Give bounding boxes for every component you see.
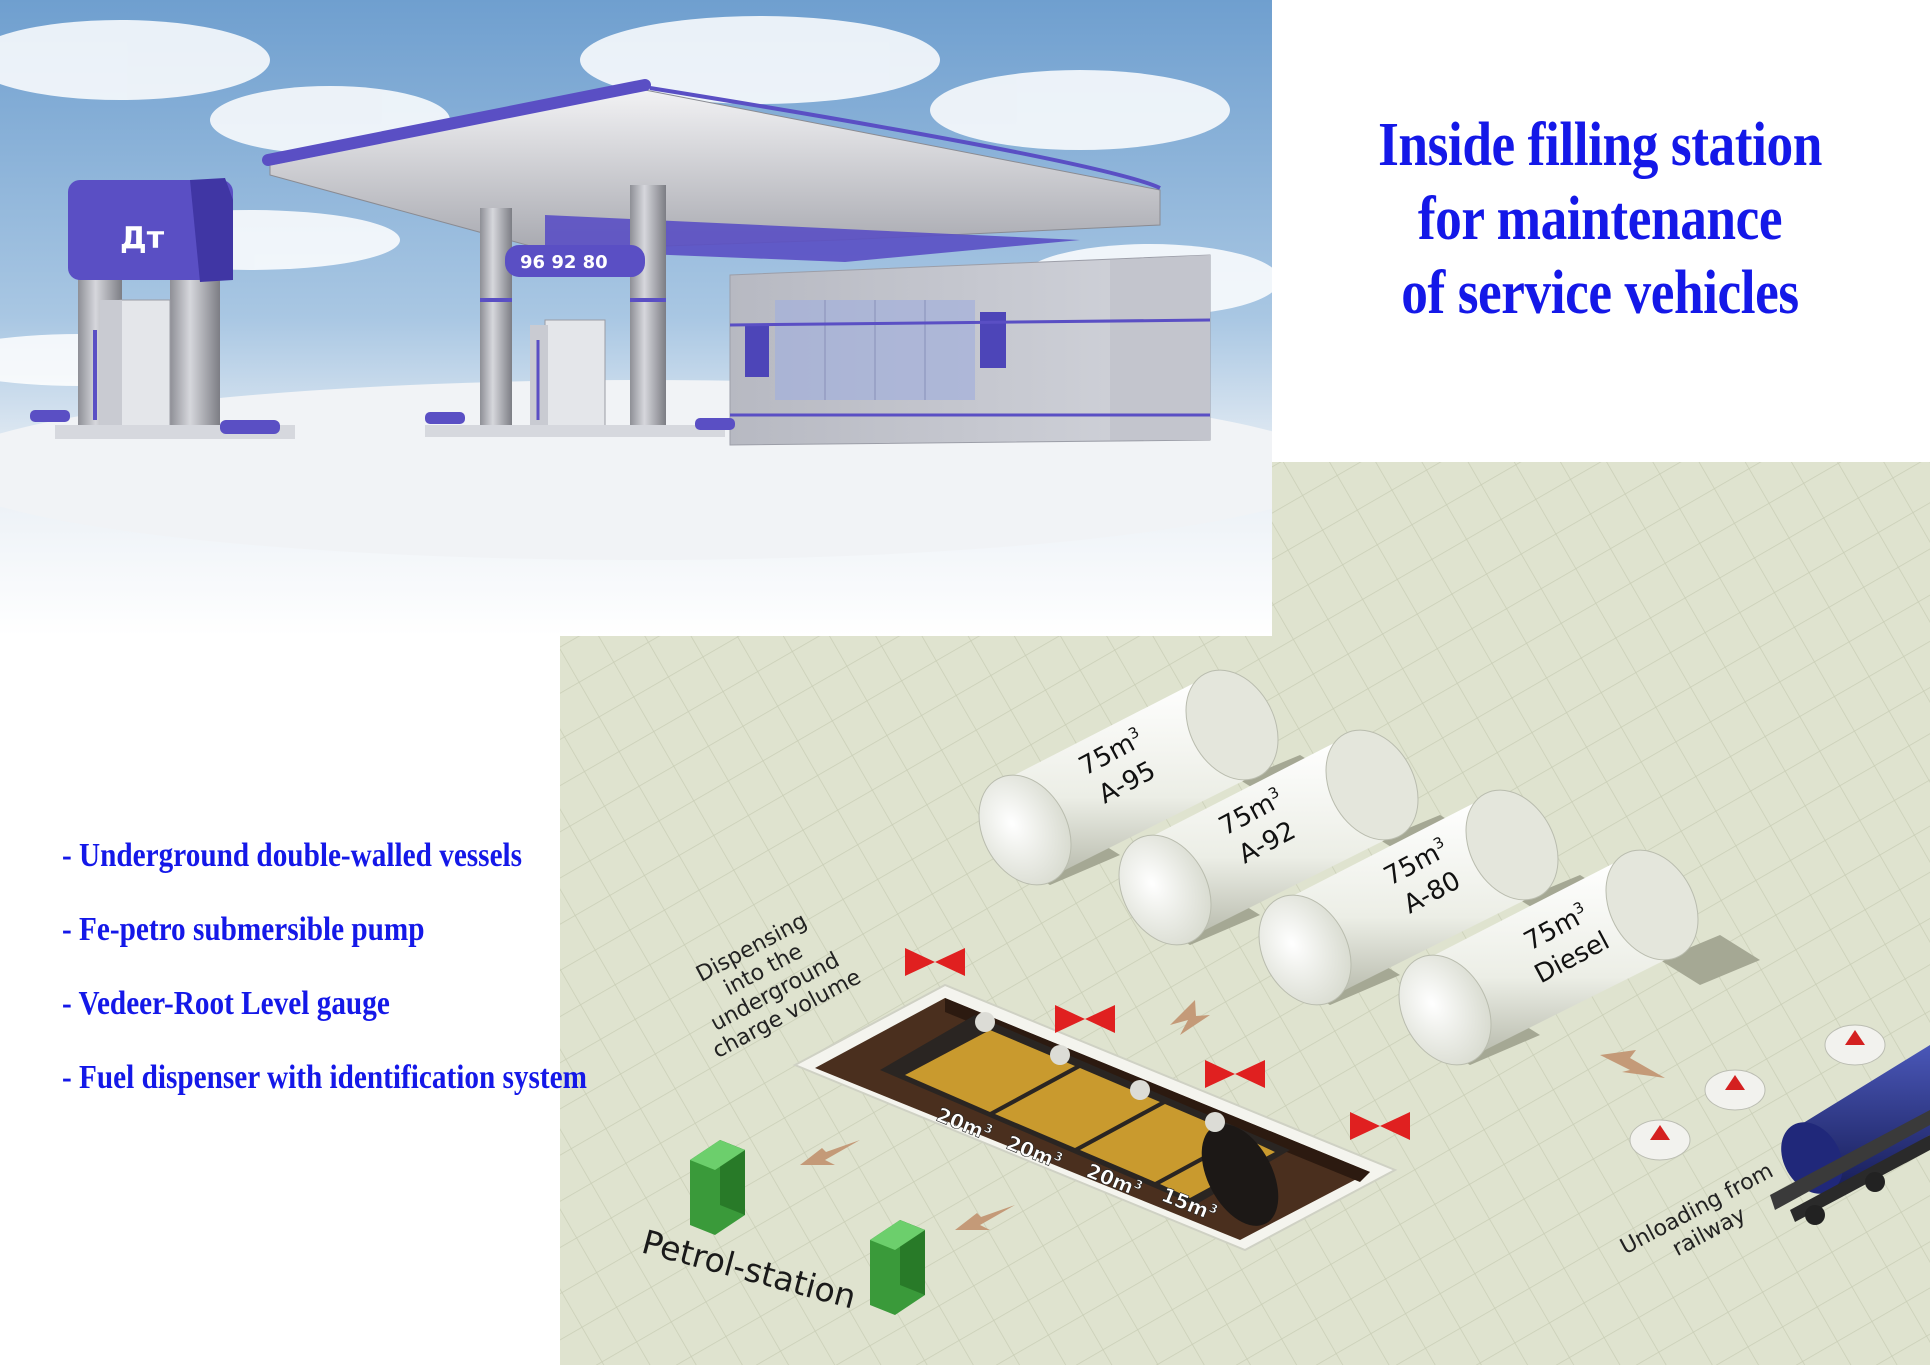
title-line-1: Inside filling station — [1378, 111, 1822, 179]
title-line-2: for maintenance — [1417, 185, 1783, 253]
arrow-icon — [1170, 1000, 1210, 1035]
page-title: Inside filling station for maintenance o… — [1325, 108, 1875, 330]
valve-icon — [1845, 1030, 1865, 1045]
feature-item: - Underground double-walled vessels — [62, 837, 523, 874]
arrow-icon — [800, 1140, 860, 1165]
feature-item: - Fuel dispenser with identification sys… — [62, 1059, 587, 1096]
feature-item: - Vedeer-Root Level gauge — [62, 985, 390, 1022]
dispensing-label: Dispensing into the underground charge v… — [692, 908, 865, 1063]
marker-icon — [1205, 1060, 1235, 1088]
fuel-dispenser-1 — [690, 1140, 745, 1235]
compartment-3-volume: 20m3 — [1083, 1158, 1145, 1202]
feature-item: - Fe-petro submersible pump — [62, 911, 425, 948]
pump-island-center — [425, 319, 735, 437]
features-list: - Underground double-walled vessels - Fe… — [62, 826, 672, 1122]
fuel-dispenser-2 — [870, 1220, 925, 1315]
marker-icons — [905, 948, 1410, 1140]
underground-charge-tank: 20m3 20m3 20m3 15m3 — [880, 1012, 1290, 1226]
unloading-valves — [1629, 1024, 1886, 1161]
tank-diesel: 75m3 Diesel — [1398, 849, 1699, 1066]
canopy-number: 96 92 80 — [520, 252, 608, 273]
tank-a95: 75m3 A-95 — [978, 669, 1279, 886]
marker-icon — [905, 948, 935, 976]
marker-icon — [1055, 1005, 1085, 1033]
canopy-pillars: 96 92 80 — [480, 185, 666, 435]
flow-arrows — [800, 1000, 1665, 1230]
valve-icon — [1725, 1075, 1745, 1090]
arrow-icon — [955, 1205, 1015, 1230]
tank-a92: 75m3 A-92 — [1118, 729, 1419, 946]
shop-building — [729, 254, 1211, 446]
sign-text: Дт — [120, 221, 165, 256]
arrow-icon — [1600, 1050, 1665, 1078]
railway-tank-car — [1770, 1045, 1930, 1225]
pump-island-left: Дт — [30, 178, 295, 439]
marker-icon — [1350, 1112, 1380, 1140]
valve-icon — [1650, 1125, 1670, 1140]
gas-station-photo: 96 92 80 Дт — [0, 0, 1272, 636]
tank-a80: 75m3 A-80 — [1258, 789, 1559, 1006]
title-line-3: of service vehicles — [1401, 259, 1799, 327]
